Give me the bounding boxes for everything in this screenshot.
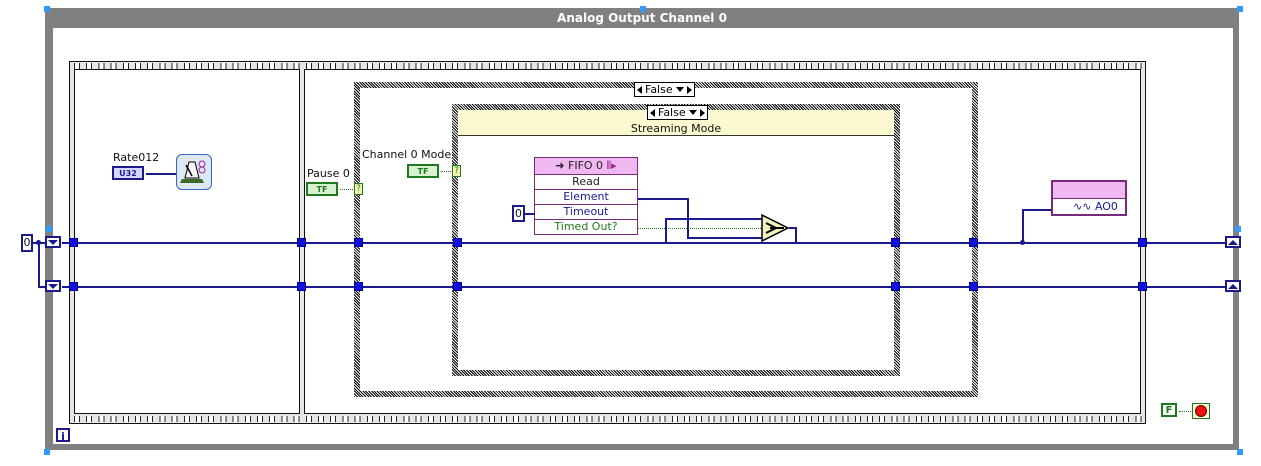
tunnel[interactable] bbox=[1138, 238, 1147, 247]
fifo-name: FIFO 0 bbox=[568, 159, 604, 172]
chevron-down-icon[interactable] bbox=[688, 110, 697, 115]
tunnel[interactable] bbox=[453, 238, 462, 247]
wire-init bbox=[38, 242, 40, 287]
fifo-header: ➜ FIFO 0 ⫴▸ bbox=[535, 158, 637, 175]
tunnel[interactable] bbox=[969, 282, 978, 291]
resize-handle[interactable] bbox=[1237, 449, 1243, 455]
tunnel[interactable] bbox=[891, 238, 900, 247]
tunnel[interactable] bbox=[453, 282, 462, 291]
wire-ao0 bbox=[1022, 209, 1052, 211]
fifo-read-node[interactable]: ➜ FIFO 0 ⫴▸ Read Element Timeout Timed O… bbox=[534, 157, 638, 235]
case-selector-outer[interactable]: False bbox=[634, 82, 695, 97]
tunnel[interactable] bbox=[354, 282, 363, 291]
tunnel[interactable] bbox=[69, 282, 78, 291]
wire-timeout bbox=[525, 213, 535, 215]
wire-ao0 bbox=[1022, 209, 1024, 243]
sequence-frame-1[interactable] bbox=[74, 69, 300, 414]
rate-control-terminal[interactable]: U32 bbox=[112, 166, 144, 180]
wire-init bbox=[38, 286, 46, 288]
wire-passthrough bbox=[665, 218, 763, 220]
fifo-timeout-terminal[interactable]: Timeout bbox=[535, 205, 637, 220]
case-selector-value: False bbox=[645, 82, 673, 96]
wire-element bbox=[687, 237, 763, 239]
rate-label: Rate012 bbox=[113, 151, 160, 164]
tunnel[interactable] bbox=[297, 282, 306, 291]
arrow-down-icon bbox=[48, 239, 58, 245]
tunnel[interactable] bbox=[891, 282, 900, 291]
wire-shift-register-1 bbox=[62, 242, 1232, 244]
fifo-arrow-icon: ➜ bbox=[555, 159, 568, 172]
fifo-buffer-icon: ⫴▸ bbox=[603, 159, 617, 172]
false-constant[interactable]: F bbox=[1161, 403, 1177, 417]
metronome-wait-icon[interactable] bbox=[176, 154, 212, 190]
channel-mode-label: Channel 0 Mode bbox=[362, 148, 452, 161]
wire-select-out bbox=[789, 227, 796, 229]
next-case-icon[interactable] bbox=[686, 85, 692, 94]
tunnel[interactable] bbox=[354, 238, 363, 247]
resize-handle[interactable] bbox=[46, 226, 52, 232]
wire-rate bbox=[146, 173, 177, 175]
wire-shift-register-2 bbox=[62, 286, 1232, 288]
resize-handle[interactable] bbox=[1237, 6, 1243, 12]
stop-condition-terminal[interactable] bbox=[1192, 403, 1210, 419]
ao0-label: AO0 bbox=[1094, 200, 1118, 213]
arrow-down-icon bbox=[48, 283, 58, 289]
waveform-icon: ∿∿ bbox=[1073, 200, 1095, 213]
pause-label: Pause 0 bbox=[307, 167, 350, 180]
wire-passthrough bbox=[665, 218, 667, 244]
wire-timed-out bbox=[638, 228, 763, 229]
wire-pause bbox=[340, 189, 355, 190]
case-selector-terminal[interactable]: ? bbox=[354, 183, 363, 195]
tunnel[interactable] bbox=[969, 238, 978, 247]
fifo-element-terminal[interactable]: Element bbox=[535, 190, 637, 205]
previous-case-icon[interactable] bbox=[637, 85, 642, 94]
ao0-io-node[interactable]: ∿∿ AO0 bbox=[1051, 180, 1127, 216]
resize-handle[interactable] bbox=[640, 6, 646, 12]
case-structure-inner[interactable] bbox=[452, 104, 900, 376]
wire-select-out bbox=[795, 227, 797, 243]
previous-case-icon[interactable] bbox=[650, 108, 655, 117]
shift-register-left-2[interactable] bbox=[45, 280, 61, 292]
shift-register-left-1[interactable] bbox=[45, 236, 61, 248]
case-selector-terminal[interactable]: ? bbox=[452, 165, 461, 177]
select-icon[interactable] bbox=[760, 213, 790, 243]
stop-icon bbox=[1195, 405, 1207, 417]
resize-handle[interactable] bbox=[1235, 226, 1241, 232]
arrow-up-icon bbox=[1228, 283, 1238, 289]
wire-stop bbox=[1179, 411, 1193, 412]
fifo-timed-out-terminal[interactable]: Timed Out? bbox=[554, 220, 618, 233]
arrow-up-icon bbox=[1228, 239, 1238, 245]
case-selector-value: False bbox=[658, 105, 686, 119]
wire-mode bbox=[441, 171, 455, 172]
ao0-header bbox=[1053, 182, 1125, 199]
channel-mode-control-terminal[interactable]: TF bbox=[407, 164, 439, 178]
wire-element bbox=[687, 198, 689, 237]
streaming-mode-label: Streaming Mode bbox=[630, 122, 722, 135]
metronome-glyph-icon bbox=[180, 160, 206, 183]
shift-register-right-2[interactable] bbox=[1225, 280, 1241, 292]
fifo-method: Read bbox=[535, 175, 637, 190]
tunnel[interactable] bbox=[297, 238, 306, 247]
resize-handle[interactable] bbox=[44, 449, 50, 455]
shift-register-right-1[interactable] bbox=[1225, 236, 1241, 248]
sprocket-row-bottom bbox=[70, 416, 1145, 422]
tunnel[interactable] bbox=[69, 238, 78, 247]
case-selector-inner[interactable]: False bbox=[647, 105, 708, 120]
chevron-down-icon[interactable] bbox=[675, 87, 684, 92]
resize-handle[interactable] bbox=[44, 6, 50, 12]
timeout-constant[interactable]: 0 bbox=[512, 205, 525, 222]
wire-element bbox=[638, 198, 688, 200]
next-case-icon[interactable] bbox=[699, 108, 705, 117]
iteration-terminal: i bbox=[56, 428, 70, 443]
sprocket-row-top bbox=[70, 63, 1145, 69]
pause-control-terminal[interactable]: TF bbox=[306, 182, 338, 196]
timed-loop-title: Analog Output Channel 0 bbox=[557, 11, 727, 25]
tunnel[interactable] bbox=[1138, 282, 1147, 291]
init-constant[interactable]: 0 bbox=[21, 234, 33, 252]
